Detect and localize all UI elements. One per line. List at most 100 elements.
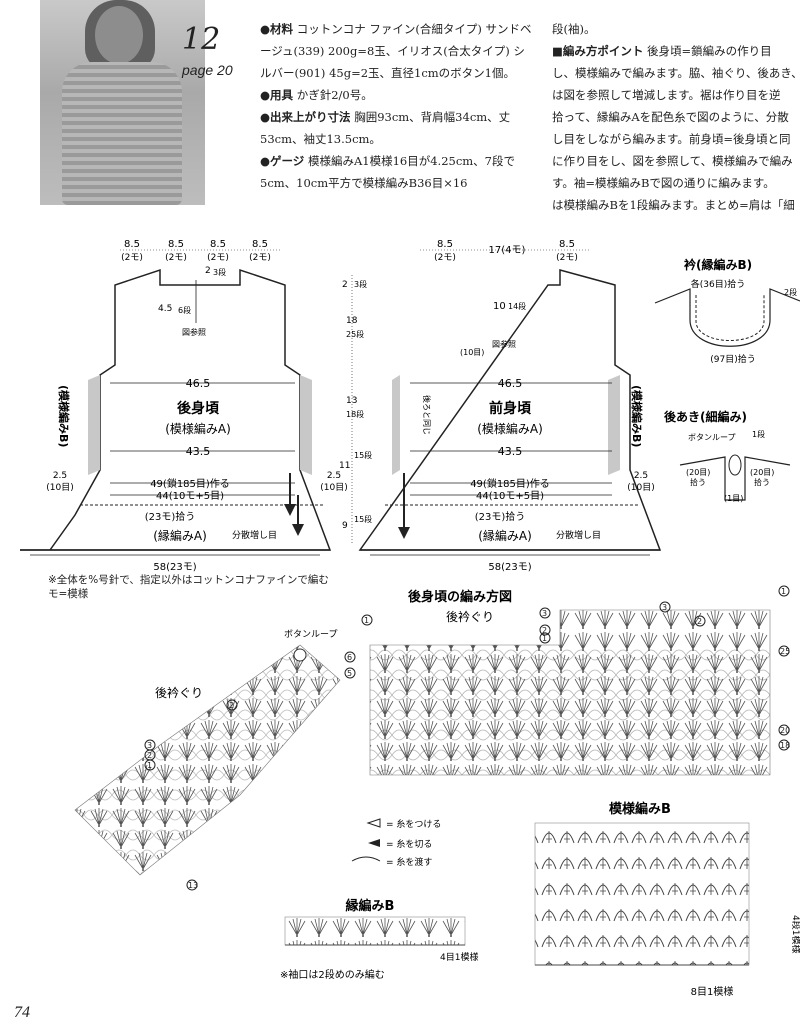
back-top-dim: 8.5	[168, 239, 184, 250]
front-top-dim: 8.5	[559, 239, 575, 250]
dim-rows: 15段	[354, 450, 372, 460]
svg-text:2: 2	[147, 751, 152, 760]
svg-text:20: 20	[780, 726, 790, 735]
front-chain-note: 49(鎖185目)作る	[470, 477, 550, 490]
points-line: は図を参照して増減します。裾は作り目を逆	[552, 88, 781, 102]
attach-yarn-icon	[366, 818, 381, 828]
back-edge-title: (縁編みA)	[153, 528, 207, 543]
model-top	[62, 62, 182, 205]
pattern-b-title: 模様編みB	[609, 801, 671, 817]
back-bottom-width: 58(23モ)	[153, 562, 196, 573]
pattern-b-stitches	[534, 822, 750, 966]
size-text: 胸囲93cm、背肩幅34cm、丈53cm、袖丈13.5cm。	[260, 110, 511, 146]
button-loop-mark	[293, 648, 307, 662]
legend-attach: = 糸をつける	[386, 818, 441, 830]
note-line: ※全体を%号針で、指定以外はコットンコナファインで編む	[48, 574, 329, 586]
page-number: 74	[14, 1004, 30, 1021]
back-top-unit: (2モ)	[165, 253, 187, 263]
front-panel-subtitle: (模様編みA)	[477, 421, 543, 436]
back-pattern-note: 44(10モ+5目)	[156, 491, 224, 502]
svg-text:3: 3	[542, 609, 547, 618]
collar-each-pickup: 各(36目)拾う	[691, 278, 745, 290]
back-decrease-note: 分散増し目	[232, 529, 277, 541]
legend: = 糸をつける = 糸を切る = 糸を渡す	[351, 818, 441, 868]
points-line: に作り目をし、図を参照して、模様編みで編み	[552, 154, 793, 168]
front-side-dim: 2.5	[634, 471, 648, 481]
edge-b-repeat: 4目1模様	[440, 951, 478, 963]
materials-block: ●材料 コットンコナ ファイン(合細タイプ) サンドベージュ(339) 200g…	[260, 18, 535, 194]
svg-text:6: 6	[347, 653, 352, 662]
points-line: は模様編みBを1段編みます。まとめ=肩は「細	[552, 198, 795, 212]
svg-text:3: 3	[147, 741, 152, 750]
front-bottom-width: 58(23モ)	[488, 562, 531, 573]
back-shoulder-rows: 6段	[178, 305, 191, 315]
chart-title: 後身頃の編み方図	[408, 589, 512, 605]
general-notes: ※全体を%号針で、指定以外はコットンコナファインで編む モ=模様	[48, 573, 329, 601]
dim-height: 11	[339, 461, 350, 471]
front-top-dim: 8.5	[437, 239, 453, 250]
gauge-label: ●ゲージ	[260, 154, 305, 168]
back-top-unit: (2モ)	[121, 253, 143, 263]
button-loop-label: ボタンループ	[688, 433, 736, 442]
dim-height: 9	[342, 521, 348, 531]
front-same-as-back: 後ろと同じ	[422, 395, 432, 435]
materials-label: ●材料	[260, 22, 294, 36]
note-line: モ=模様	[48, 588, 89, 600]
back-pickup-note: (23モ)拾う	[145, 510, 196, 523]
tools-text: かぎ針2/0号。	[296, 88, 373, 102]
front-pickup-note: (23モ)拾う	[475, 510, 526, 523]
points-line: す。袖=模様編みBで図の通りに編みます。	[552, 176, 775, 190]
collar-center-pickup: (97目)拾う	[710, 353, 755, 365]
chart-subtitle: 後衿ぐり	[446, 609, 494, 624]
dim-rows: 3段	[354, 279, 367, 289]
points-line: し、模様編みで編みます。脇、袖ぐり、後あき、	[552, 66, 800, 80]
right-pickup-2: 拾う	[754, 477, 770, 487]
points-line: 拾って、縁編みAを配色糸で図のように、分散	[552, 110, 789, 124]
pattern-b-chart: 模様編みB 8目1模様 4段1模様	[534, 801, 800, 998]
back-panel-subtitle: (模様編みA)	[165, 421, 231, 436]
svg-text:1: 1	[364, 616, 369, 625]
back-top-unit: (2モ)	[207, 253, 229, 263]
svg-text:2: 2	[697, 617, 702, 626]
front-width-mid: 43.5	[498, 445, 523, 458]
pass-yarn-icon	[351, 856, 381, 862]
back-top-dim: 8.5	[210, 239, 226, 250]
pattern-b-rows: 4段1模様	[790, 915, 800, 953]
back-neck-rows: 3段	[213, 267, 226, 277]
dim-rows: 25段	[346, 329, 364, 339]
back-opening-title: 後あき(細編み)	[664, 409, 747, 424]
edge-b-chart: 縁編みB 4目1模様 ※袖口は2段めのみ編む	[280, 898, 478, 981]
page-reference: page 20	[182, 62, 233, 78]
front-pattern-note: 44(10モ+5目)	[476, 491, 544, 502]
svg-text:1: 1	[542, 634, 547, 643]
front-top-unit: (2モ)	[434, 253, 456, 263]
schematic-diagrams: 8.5 (2モ) 8.5 (2モ) 8.5 (2モ) 8.5 (2モ) 2 3段…	[20, 239, 800, 573]
back-panel-title: 後身頃	[177, 400, 220, 417]
svg-text:2: 2	[229, 701, 234, 710]
back-side-label: (模様編みB)	[57, 385, 71, 447]
back-top-unit: (2モ)	[249, 253, 271, 263]
svg-text:2: 2	[542, 626, 547, 635]
back-top-dim: 8.5	[252, 239, 268, 250]
back-body-diagram: 8.5 (2モ) 8.5 (2モ) 8.5 (2モ) 8.5 (2モ) 2 3段…	[20, 239, 348, 573]
svg-text:1: 1	[781, 587, 786, 596]
right-pickup: (20目)	[750, 468, 774, 477]
front-see-chart: 図参照	[492, 339, 516, 349]
svg-text:5: 5	[347, 669, 352, 678]
front-neck-depth: 10	[493, 301, 506, 312]
front-neck-rows: 14段	[508, 301, 526, 311]
gauge-text: 模様編みA1模様16目が4.25cm、7段で5cm、10cm平方で模様編みB36…	[260, 154, 515, 190]
front-decrease-note: 分散増し目	[556, 529, 601, 541]
dim-height: 2	[342, 280, 348, 290]
legend-cut: = 糸を切る	[386, 838, 432, 850]
points-line: し目をしながら編みます。前身頃=後身頃と同	[552, 132, 791, 146]
crochet-charts: 後身頃の編み方図 後衿ぐり 後衿ぐり ボタンループ 1 3 2 1 6 5 3 …	[74, 585, 800, 998]
back-neck-depth: 2	[205, 266, 211, 276]
back-opening-rows: 1段	[752, 429, 765, 439]
materials-text: コットンコナ ファイン(合細タイプ) サンドベージュ(339) 200g=8玉、…	[260, 22, 532, 80]
points-label: ■編み方ポイント	[552, 44, 644, 58]
pattern-number: 12	[182, 22, 221, 57]
shoulder-chain-overlay	[75, 645, 340, 875]
back-top-dim: 8.5	[124, 239, 140, 250]
left-neck-label: 後衿ぐり	[155, 685, 203, 700]
